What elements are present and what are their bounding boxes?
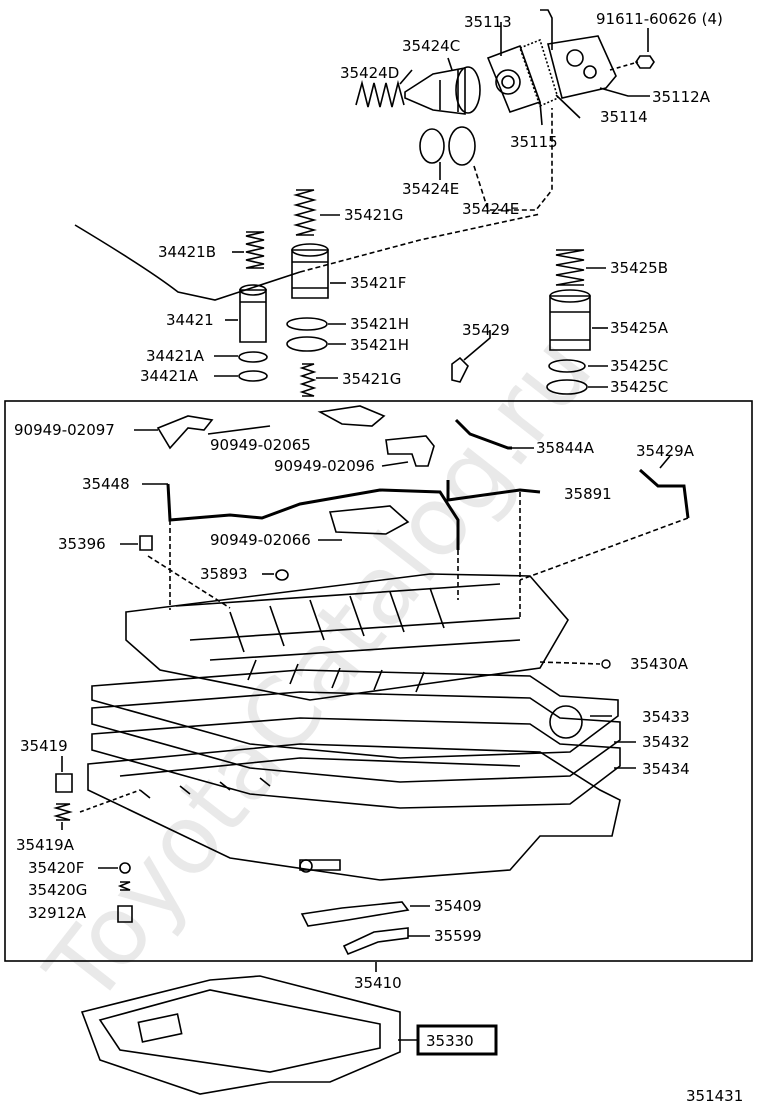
valve-body-upper	[125, 573, 569, 701]
label-35429A: 35429A	[636, 442, 695, 460]
label-35893: 35893	[200, 565, 248, 583]
washer-35893	[275, 569, 289, 581]
bracket-90949-02065	[317, 405, 386, 427]
label-35419A: 35419A	[16, 836, 75, 854]
bolt-35396	[139, 535, 153, 551]
label-35432: 35432	[642, 733, 690, 751]
spring-35421G-top	[293, 189, 317, 236]
label-90949-02066: 90949-02066	[210, 531, 311, 549]
label-34421A-2: 34421A	[140, 367, 199, 385]
ball-35420F	[119, 862, 131, 874]
piston-end-35424C	[455, 66, 481, 114]
oring-35424E-a	[419, 128, 445, 164]
piston-35425A	[549, 295, 591, 351]
spring-35424D	[355, 79, 405, 108]
oring-35425C-a	[548, 359, 586, 373]
valve-body-lower	[87, 743, 621, 881]
plate-35434	[91, 717, 621, 809]
label-35425C-1: 35425C	[610, 357, 668, 375]
label-35425B: 35425B	[610, 259, 668, 277]
highlight-box-35330	[416, 1024, 498, 1056]
spring-35420G	[117, 881, 131, 891]
sleeve-35421F	[291, 249, 329, 299]
piston-34421	[239, 289, 267, 343]
bolt-91611	[635, 55, 655, 69]
label-35844A: 35844A	[536, 439, 595, 457]
oring-34421A-b	[238, 370, 268, 382]
label-35433: 35433	[642, 708, 690, 726]
label-32912A: 32912A	[28, 904, 87, 922]
plate-90949-02066	[328, 505, 410, 535]
callout-labels: 35113 91611-60626 (4) 35424C 35424D 3511…	[14, 10, 743, 1105]
tube-35448	[166, 483, 460, 550]
spring-35419A	[53, 803, 73, 821]
plate-35599	[342, 927, 409, 956]
sleeve-35419	[55, 773, 73, 793]
bracket-90949-02097	[156, 415, 214, 450]
label-35421G-top: 35421G	[344, 206, 403, 224]
label-35429: 35429	[462, 321, 510, 339]
oring-34421A-a	[238, 351, 268, 363]
plug-32912A	[117, 905, 133, 923]
oil-pan-35330	[80, 975, 401, 1095]
label-90949-02096: 90949-02096	[274, 457, 375, 475]
label-35891: 35891	[564, 485, 612, 503]
tube-35891	[446, 480, 541, 502]
label-35425C-2: 35425C	[610, 378, 668, 396]
figure-number: 351431	[686, 1087, 743, 1105]
label-35113: 35113	[464, 13, 512, 31]
label-34421: 34421	[166, 311, 214, 329]
plate-35409	[300, 901, 410, 927]
label-35424C: 35424C	[402, 37, 460, 55]
label-35420G: 35420G	[28, 881, 87, 899]
label-35434: 35434	[642, 760, 690, 778]
label-91611-60626: 91611-60626 (4)	[596, 10, 723, 28]
marker-35430A	[601, 659, 611, 669]
label-35421H-1: 35421H	[350, 315, 409, 333]
assembly-frame	[4, 400, 753, 962]
oring-35424E-b	[448, 126, 476, 166]
label-35425A: 35425A	[610, 319, 669, 337]
label-35424D: 35424D	[340, 64, 399, 82]
label-35419: 35419	[20, 737, 68, 755]
label-90949-02097: 90949-02097	[14, 421, 115, 439]
label-90949-02065: 90949-02065	[210, 436, 311, 454]
tube-35429A	[639, 468, 690, 519]
label-35115: 35115	[510, 133, 558, 151]
label-35421F: 35421F	[350, 274, 406, 292]
label-35421H-2: 35421H	[350, 336, 409, 354]
bracket-90949-02096	[385, 435, 435, 467]
spring-35421G-bottom	[299, 363, 317, 397]
oring-35421H-b	[286, 336, 328, 352]
label-35410: 35410	[354, 974, 402, 992]
pin-35429	[451, 356, 469, 383]
label-35430A: 35430A	[630, 655, 689, 673]
cover-35112A	[547, 35, 617, 99]
plate-35433	[91, 669, 619, 759]
spring-34421B	[245, 231, 265, 269]
spring-35425B	[555, 249, 585, 286]
label-35409: 35409	[434, 897, 482, 915]
oring-35425C-b	[546, 379, 588, 395]
label-35420F: 35420F	[28, 859, 84, 877]
label-35330: 35330	[426, 1032, 474, 1050]
label-34421B: 34421B	[158, 243, 216, 261]
tube-35844A	[454, 418, 512, 450]
label-35424E-2: 35424E	[462, 200, 519, 218]
label-35112A: 35112A	[652, 88, 711, 106]
label-35421G-bottom: 35421G	[342, 370, 401, 388]
label-35114: 35114	[600, 108, 648, 126]
label-35396: 35396	[58, 535, 106, 553]
label-35599: 35599	[434, 927, 482, 945]
label-35448: 35448	[82, 475, 130, 493]
label-35424E-1: 35424E	[402, 180, 459, 198]
oring-35421H-a	[286, 317, 328, 331]
label-34421A-1: 34421A	[146, 347, 205, 365]
drawing-linework	[4, 9, 753, 1095]
